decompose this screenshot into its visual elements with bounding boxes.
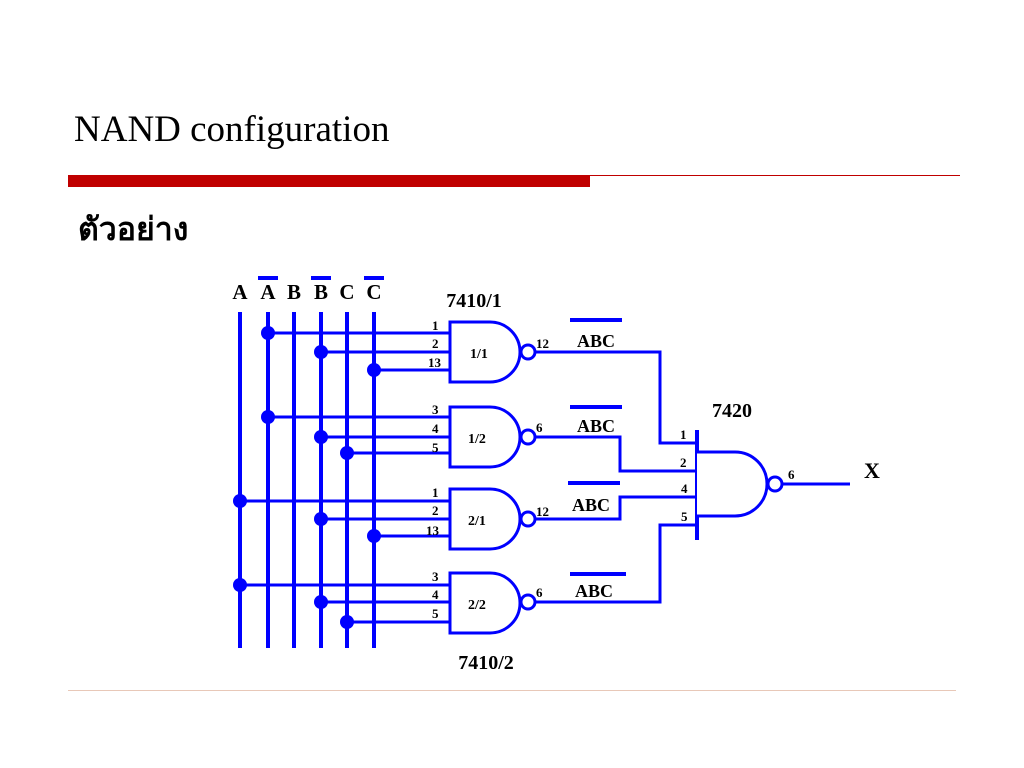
accent-bar: [68, 175, 590, 187]
pin-label: 13: [428, 355, 442, 370]
pin-label: 3: [432, 569, 439, 584]
pin-label: 2: [680, 455, 687, 470]
nand-gate-2-2: 2/2 3 4 5 6 ABC: [432, 569, 626, 635]
pin-label: 3: [432, 402, 439, 417]
input-label-b-bar: B: [314, 280, 328, 304]
term-label: ABC: [577, 416, 615, 436]
gate-label: 1/1: [470, 347, 488, 362]
final-chip-label: 7420: [712, 400, 752, 422]
chip-top-label: 7410/1: [446, 290, 502, 312]
chip-bottom-label: 7410/2: [458, 652, 514, 674]
gate-input-wires: [240, 331, 450, 624]
pin-label: 4: [432, 421, 439, 436]
gate-label: 2/1: [468, 514, 486, 529]
output-wires: [535, 350, 697, 604]
gate-label: 2/2: [468, 598, 486, 613]
input-label-b: B: [287, 280, 301, 304]
pin-label: 2: [432, 503, 439, 518]
term-label: ABC: [575, 581, 613, 601]
output-pin-label: 6: [536, 585, 543, 600]
term-label: ABC: [577, 331, 615, 351]
gate-label: 1/2: [468, 432, 486, 447]
input-labels: A A B B C C: [232, 280, 381, 304]
pin-label: 5: [432, 606, 439, 621]
input-label-a-bar: A: [260, 280, 276, 304]
input-label-c-bar: C: [366, 280, 381, 304]
footer-rule: [68, 690, 956, 691]
slide-title: NAND configuration: [74, 109, 390, 150]
input-label-a: A: [232, 280, 248, 304]
output-pin-label: 6: [536, 420, 543, 435]
output-pin-label: 12: [536, 504, 549, 519]
junction-dots: [233, 326, 381, 629]
pin-label: 13: [426, 523, 440, 538]
pin-label: 4: [681, 481, 688, 496]
slide-subtitle: ตัวอย่าง: [78, 210, 189, 248]
pin-label: 4: [432, 587, 439, 602]
input-label-c: C: [339, 280, 354, 304]
term-label: ABC: [572, 495, 610, 515]
nand-gate-1-2: 1/2 3 4 5 6 ABC: [432, 402, 622, 469]
output-label: X: [864, 458, 880, 483]
input-buses: [238, 312, 376, 648]
nand-gate-2-1: 2/1 1 2 13 12 ABC: [426, 481, 620, 551]
nand-gate-1-1: 1/1 1 2 13 12 ABC: [428, 318, 622, 384]
output-pin-label: 12: [536, 336, 549, 351]
output-pin-label: 6: [788, 467, 795, 482]
pin-label: 5: [432, 440, 439, 455]
pin-label: 2: [432, 336, 439, 351]
pin-label: 1: [680, 427, 687, 442]
pin-label: 1: [432, 485, 439, 500]
pin-label: 1: [432, 318, 439, 333]
nand-gate-7420: 7420 1 2 4 5 6: [680, 400, 850, 540]
accent-rule: [590, 175, 960, 176]
pin-label: 5: [681, 509, 688, 524]
